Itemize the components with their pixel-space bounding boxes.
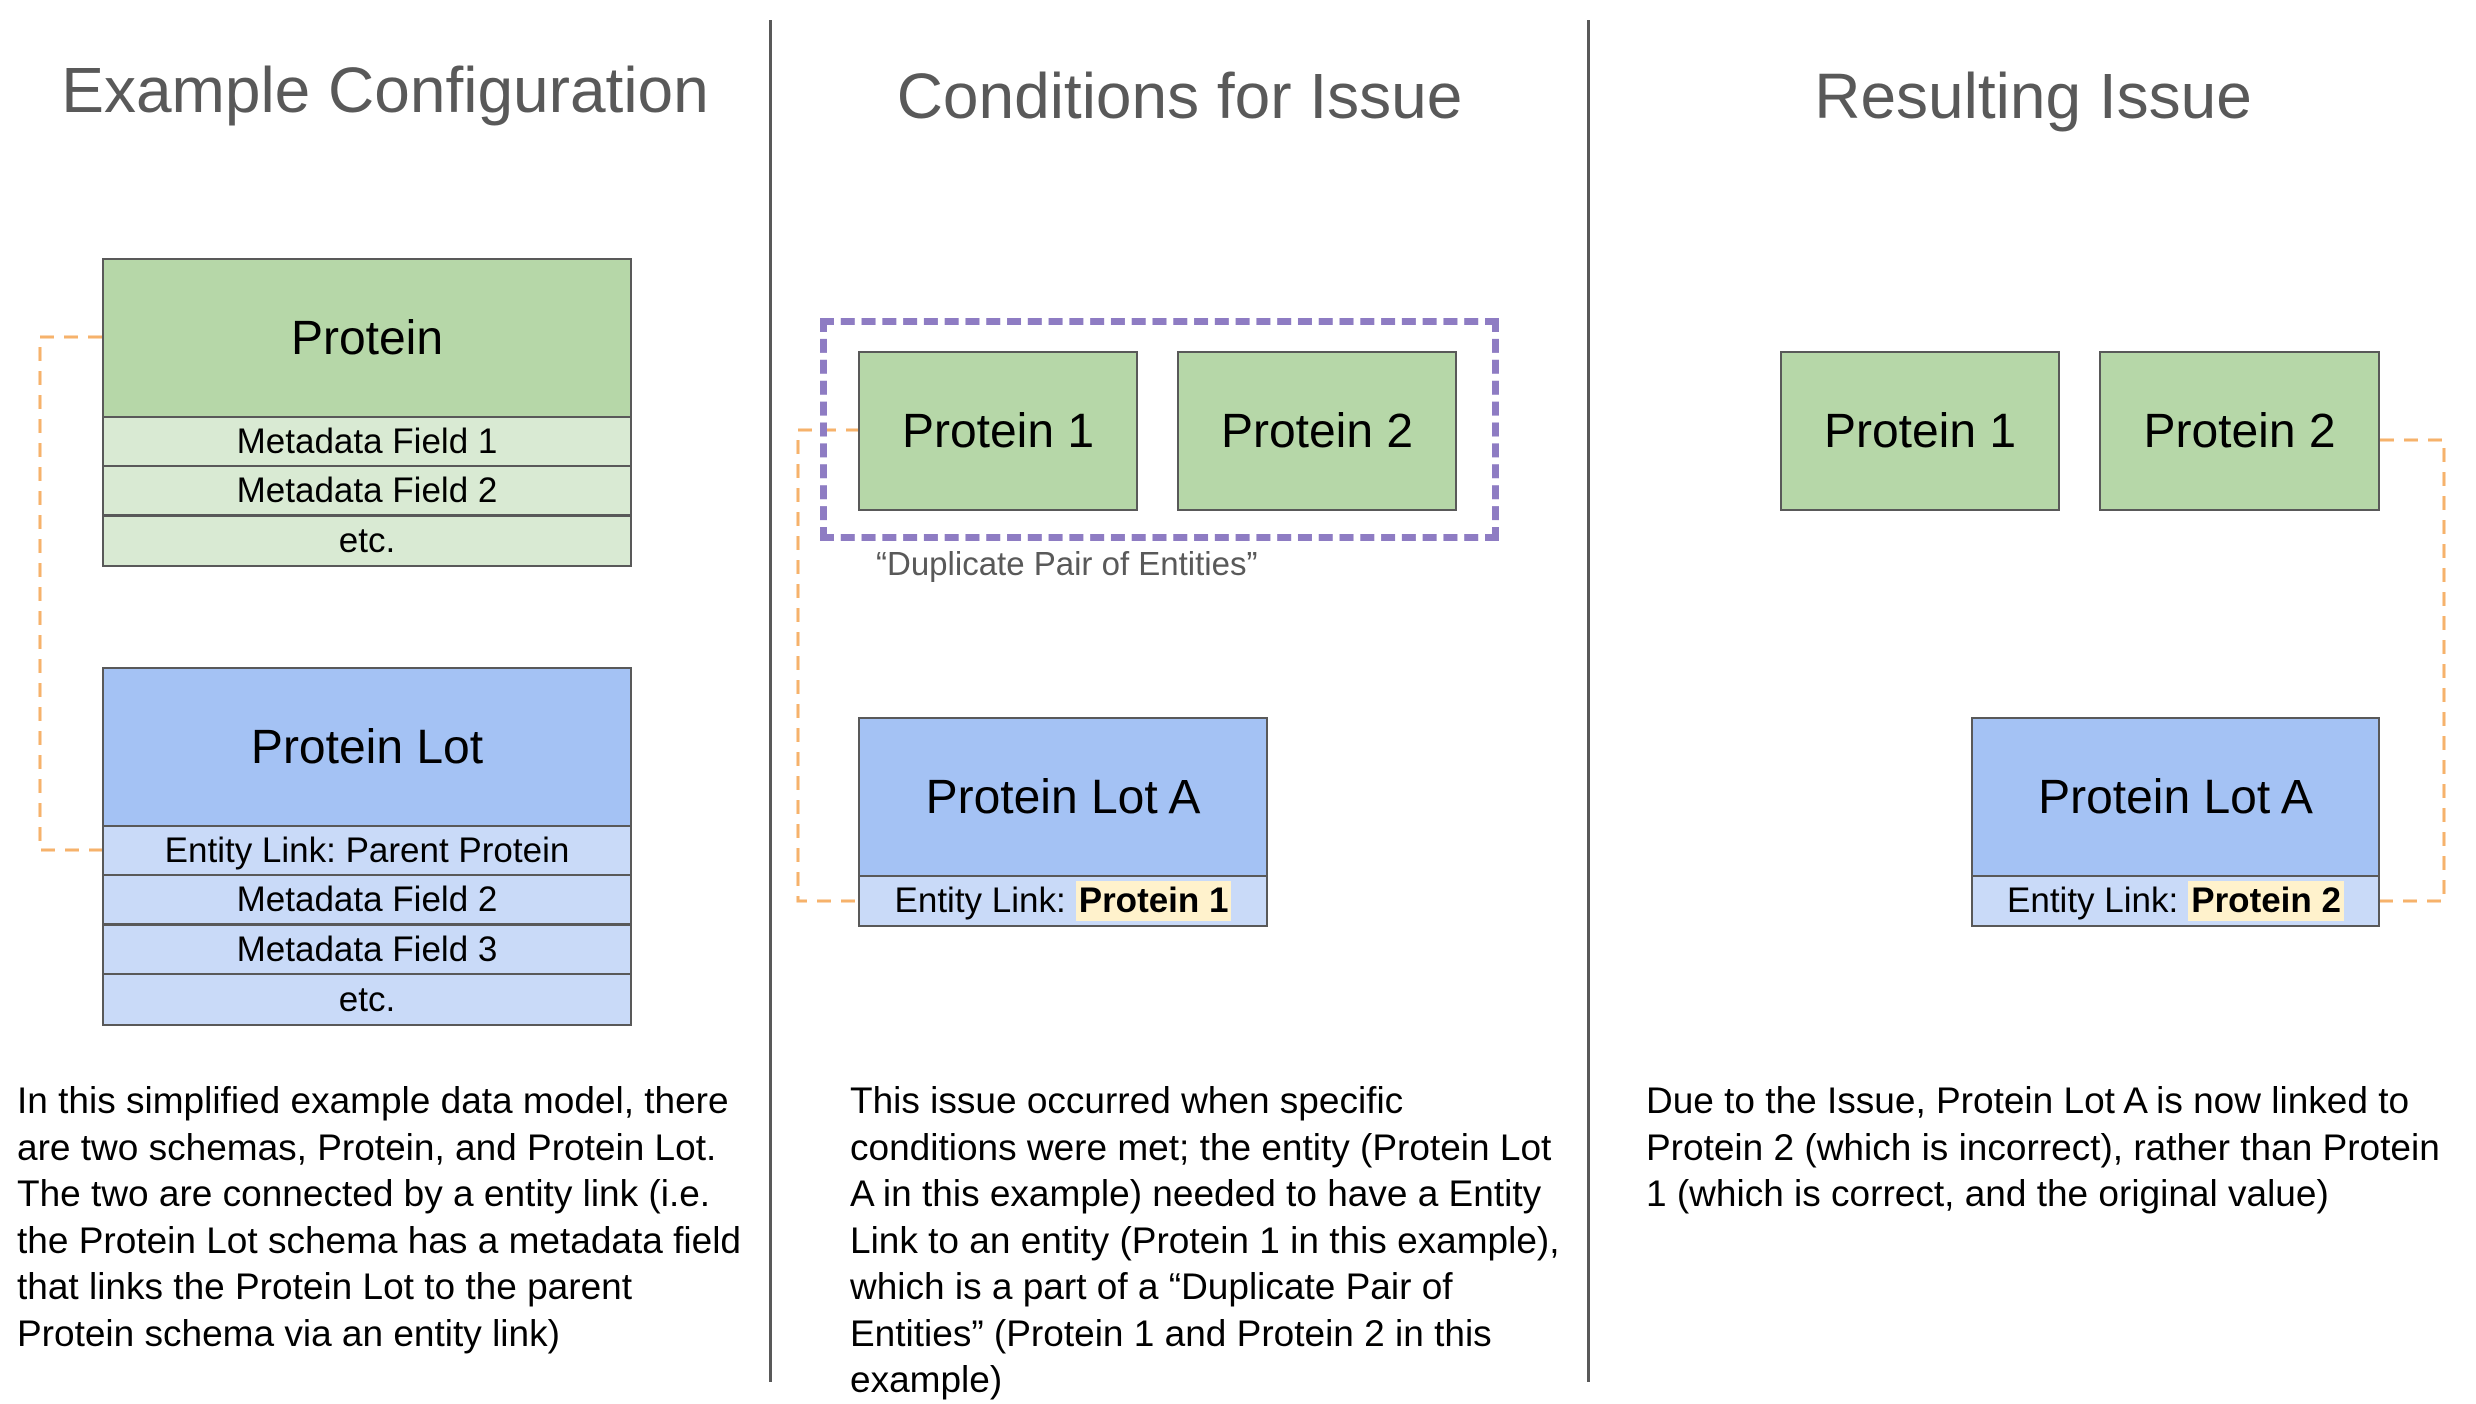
duplicate-pair-outline [820,318,1499,541]
result-protein-lot-a: Protein Lot A [1971,717,2380,877]
duplicate-pair-caption: “Duplicate Pair of Entities” [876,545,1258,582]
result-link-line [2380,438,2446,903]
config-link-line [38,335,102,852]
column-divider-1 [769,20,772,1382]
heading-example-configuration: Example Configuration [61,54,709,126]
result-protein-1: Protein 1 [1780,351,2060,511]
result-protein-2: Protein 2 [2099,351,2380,511]
protein-field-row: Metadata Field 1 [102,416,632,467]
entity-link-label: Entity Link: [894,881,1066,920]
protein-lot-field-row: etc. [102,973,632,1026]
description-example-configuration: In this simplified example data model, t… [17,1080,741,1354]
protein-lot-field-row: Entity Link: Parent Protein [102,825,632,876]
protein-field-row: Metadata Field 2 [102,465,632,516]
result-entity-link-row: Entity Link:Protein 2 [1971,875,2380,927]
description-conditions-for-issue: This issue occurred when specific condit… [850,1080,1560,1400]
conditions-entity-link-row: Entity Link:Protein 1 [858,875,1268,927]
protein-field-row: etc. [102,515,632,567]
heading-conditions-for-issue: Conditions for Issue [896,60,1463,132]
conditions-protein-2: Protein 2 [1177,351,1457,511]
conditions-protein-lot-a: Protein Lot A [858,717,1268,877]
entity-link-value: Protein 2 [2188,881,2344,921]
heading-resulting-issue: Resulting Issue [1814,60,2252,132]
column-divider-2 [1587,20,1590,1382]
protein-schema-header: Protein [102,258,632,418]
description-resulting-issue: Due to the Issue, Protein Lot A is now l… [1646,1080,2440,1214]
protein-lot-field-row: Metadata Field 2 [102,874,632,925]
entity-link-label: Entity Link: [2007,881,2179,920]
protein-lot-schema-header: Protein Lot [102,667,632,827]
protein-lot-field-row: Metadata Field 3 [102,924,632,975]
conditions-protein-1: Protein 1 [858,351,1138,511]
entity-link-value: Protein 1 [1075,881,1232,921]
